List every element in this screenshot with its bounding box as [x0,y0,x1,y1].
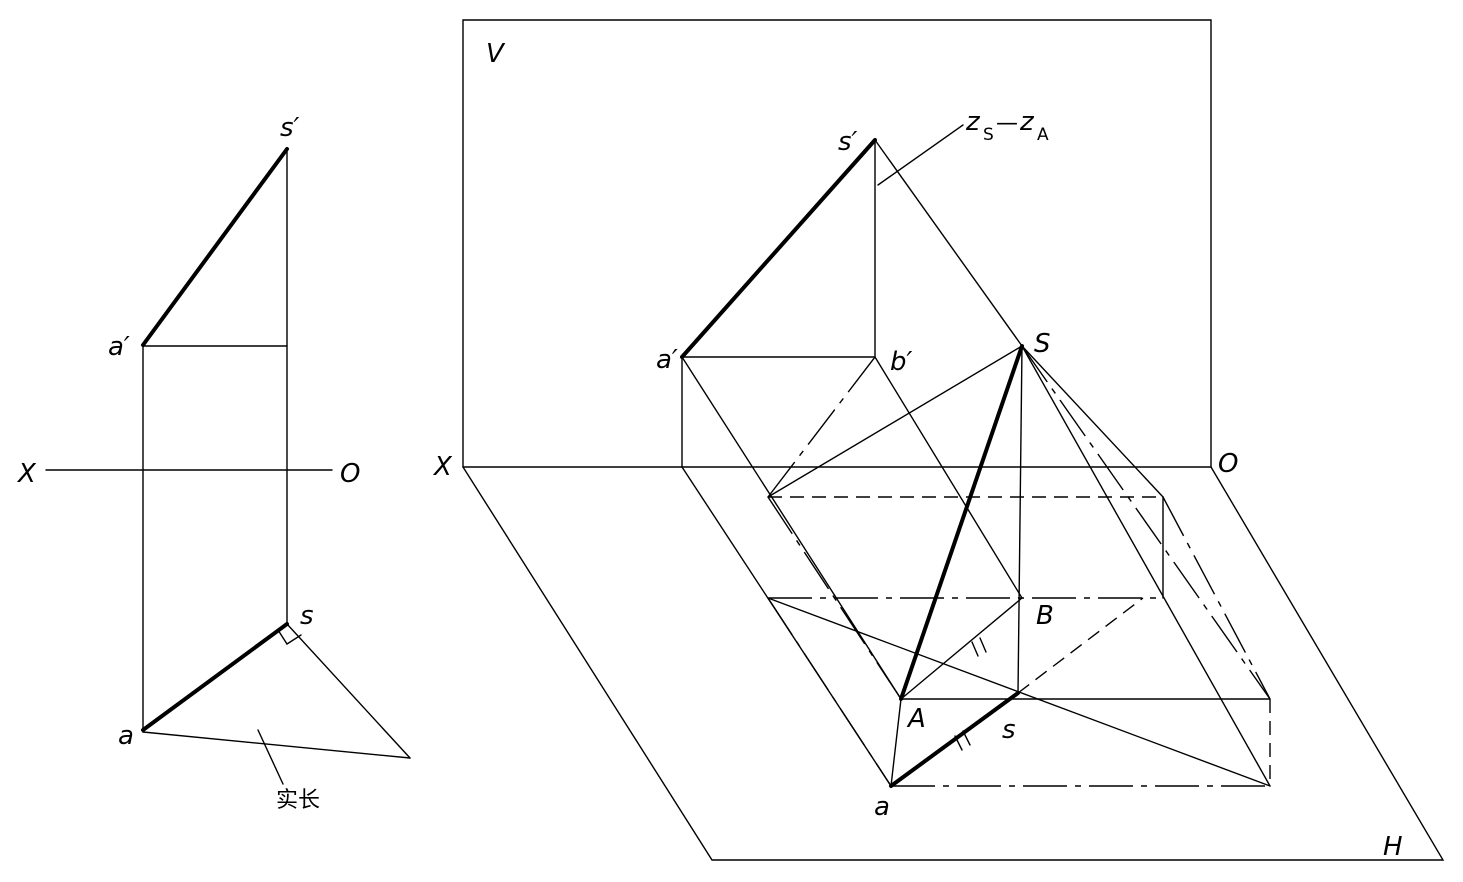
line-B-dashed-to-right [1017,597,1144,694]
vp-line-sprime-aprime [680,138,877,359]
right-label-h-plane: H [1383,832,1403,862]
projector-sprime-S [874,139,1023,347]
parallel-mark-2a [954,735,963,751]
left-label-s: s [300,601,314,631]
right-label-a: a [874,792,890,822]
ray-S-to-right-lower [1021,345,1271,787]
ext-dashdot-left-upper [767,496,902,700]
left-label-a-prime: a′ [108,332,130,362]
left-orthographic-view: s′ a′ X O s a 实长 [16,113,411,813]
left-line-a-s [141,622,289,732]
ext-dashdot-left-lower [767,597,892,787]
left-line-sprime-aprime [141,147,289,347]
parallel-mark-1a [971,641,979,657]
left-right-angle-mark [277,629,302,645]
true-length-S-A [899,344,1024,701]
za-sub: A [1037,125,1049,145]
right-label-s: s [1002,715,1016,745]
projector-bprime-B [874,356,1023,599]
left-label-x-axis: X [16,459,37,489]
zs-za-leader [877,124,964,186]
right-label-b-prime: b′ [890,347,913,377]
right-pictorial-view: V H X O s′ a′ b′ S A B s a z S — z A [432,19,1445,862]
ext-dashdot-S-right [1021,345,1271,700]
za-z: z [1019,107,1035,137]
left-label-a: a [118,721,134,751]
right-label-v-plane: V [486,39,506,69]
right-label-a-prime: a′ [656,345,678,375]
left-line-s-tip [286,623,411,759]
projector-aprime-A [681,356,902,700]
right-label-o-axis: O [1218,449,1238,479]
ext-dashdot-right-upper [1162,496,1271,700]
zs-sub: S [983,125,994,145]
ext-dashdot-bprime-S [767,356,876,498]
right-label-point-B: B [1036,601,1054,631]
zs-dash: — [996,111,1018,136]
right-label-s-prime: s′ [838,127,858,157]
box-S-to-top-right [1021,345,1164,498]
right-label-x-axis: X [432,452,453,482]
right-label-point-S: S [1034,329,1051,359]
ray-S-to-B [1017,345,1023,694]
box-S-to-top-left [767,345,1023,498]
left-line-a-tip [142,731,411,759]
parallel-mark-2b [962,730,971,746]
line-B-to-A [900,597,1023,700]
zs-z: z [965,107,981,137]
projection-a-s [889,691,1020,788]
v-plane-outline [462,19,1212,468]
left-label-s-prime: s′ [280,113,300,143]
left-label-true-length: 实长 [276,788,320,813]
left-true-length-leader [257,729,284,785]
h-plane-outline [462,466,1445,861]
box-A-to-a-vertical [890,698,902,787]
parallel-mark-1b [979,637,987,653]
zs-za-label: z S — z A [965,107,1049,145]
right-label-point-A: A [906,704,926,734]
left-label-o-axis: O [340,459,360,489]
